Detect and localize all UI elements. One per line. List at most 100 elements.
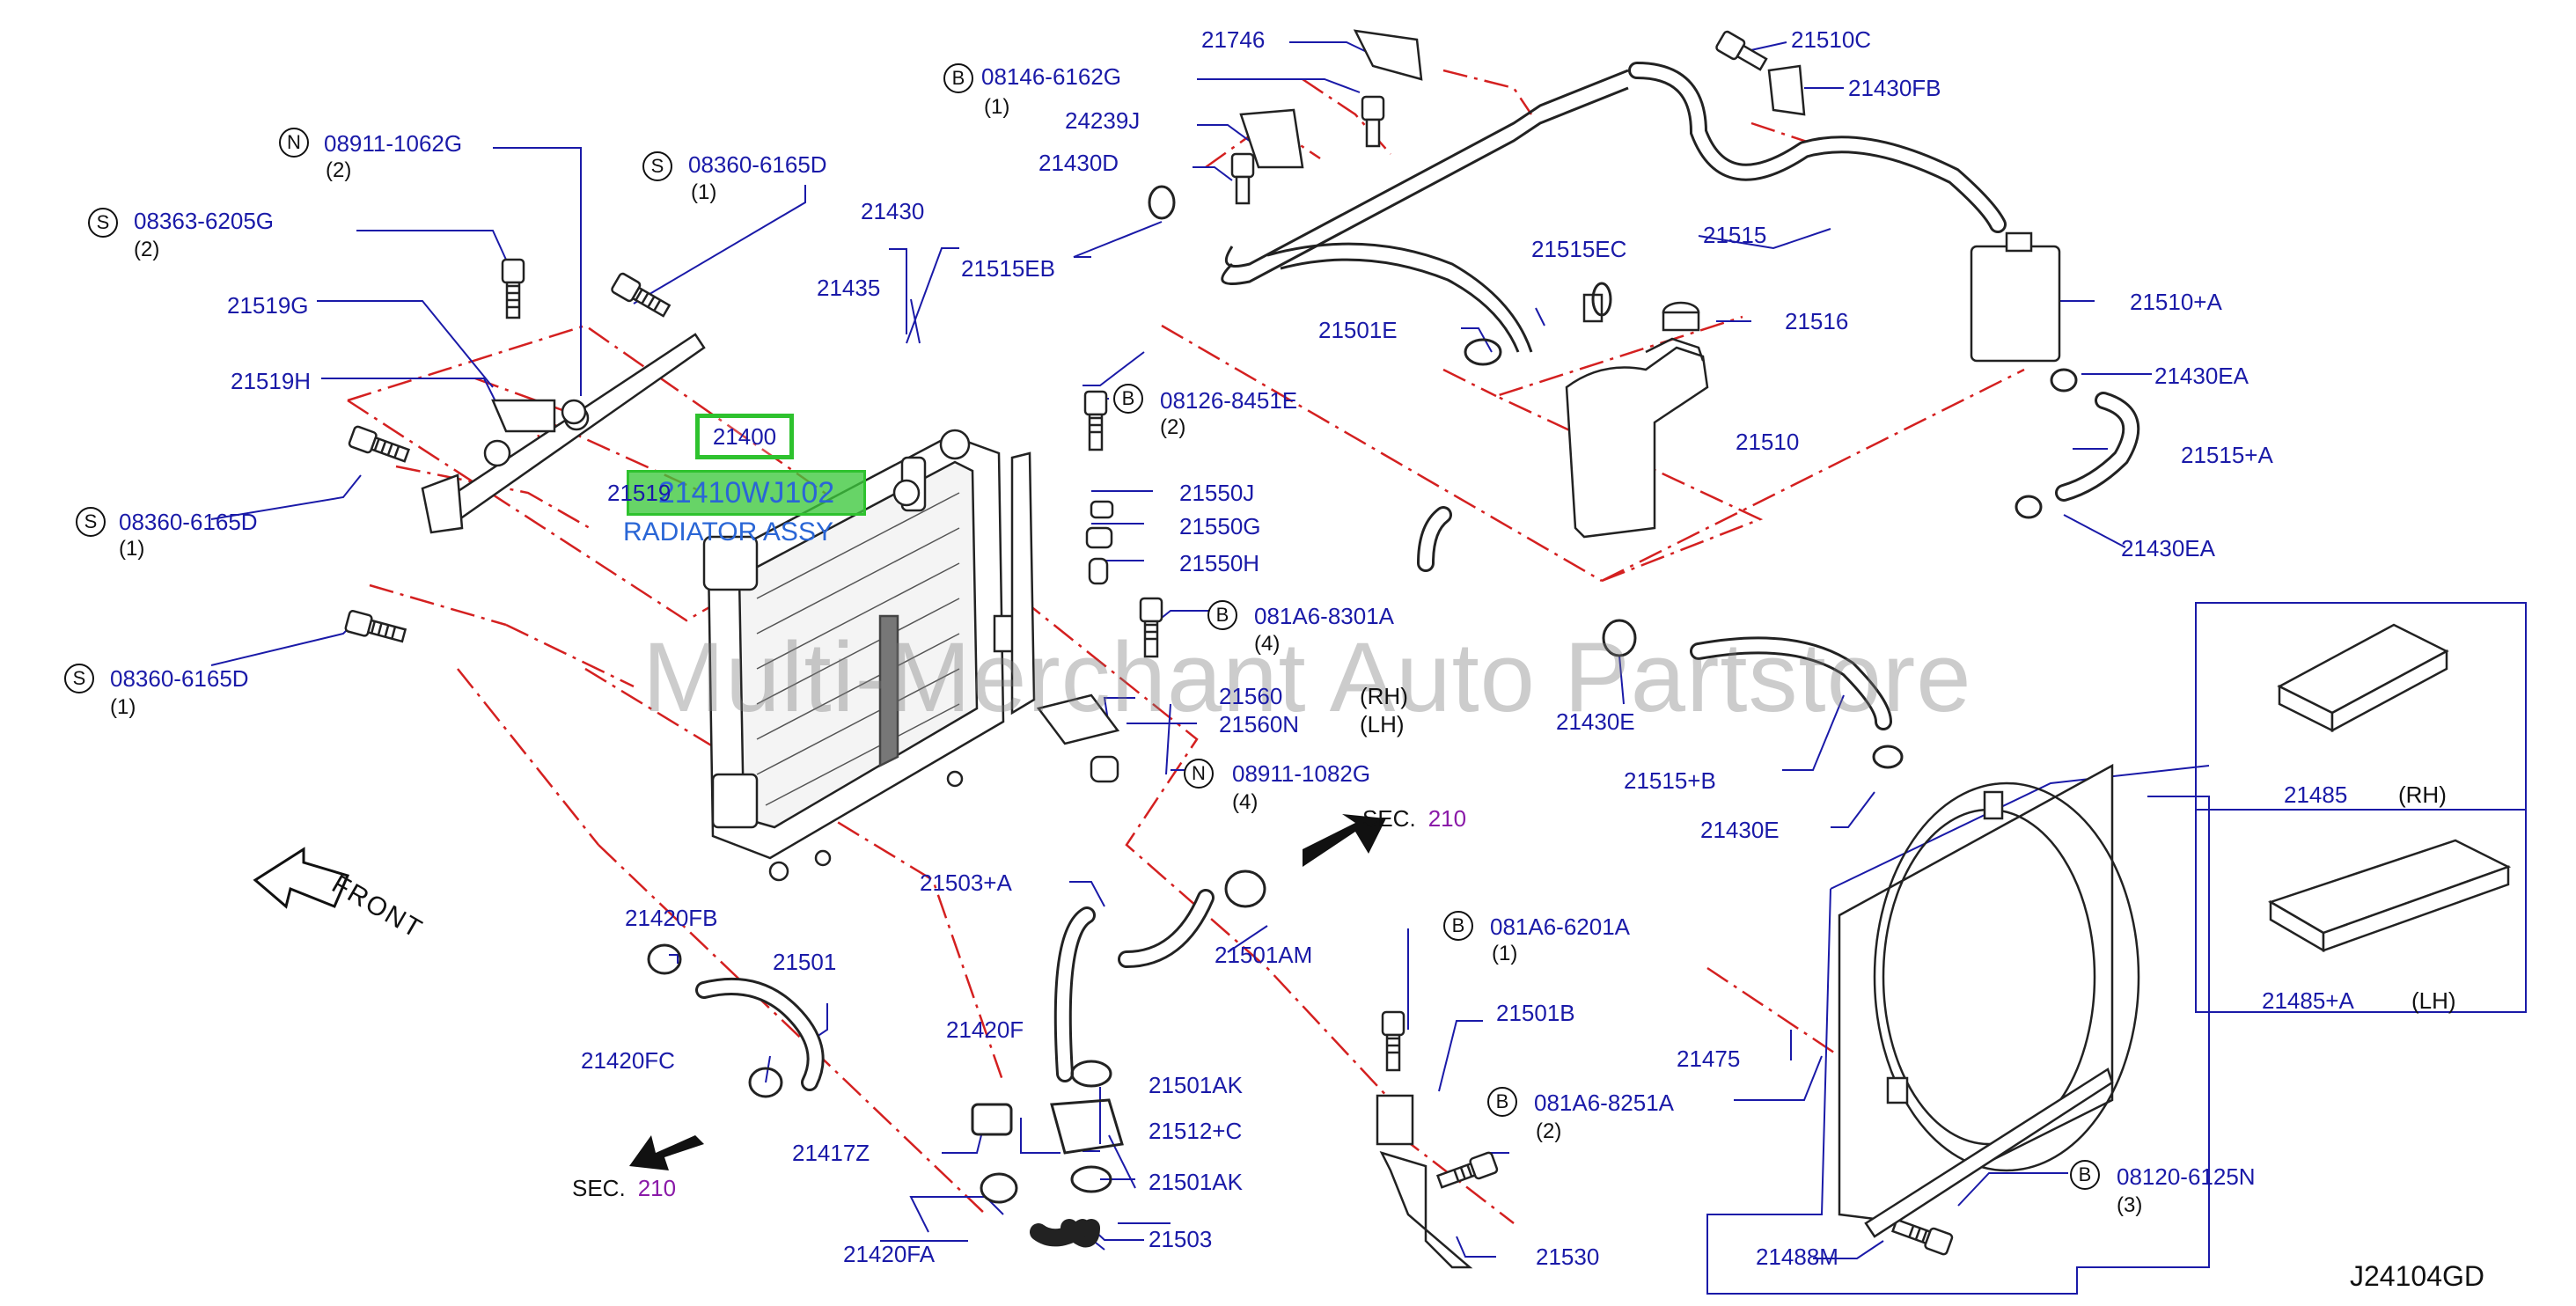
label-08911-1062g[interactable]: 08911-1062G: [324, 130, 463, 157]
label-21530[interactable]: 21530: [1536, 1244, 1600, 1270]
reservoir-drawing: [1565, 231, 2061, 539]
bolt-prefix-badge: B: [1113, 384, 1143, 414]
label-21420fb[interactable]: 21420FB: [625, 905, 718, 931]
qty-08360-mid: (1): [119, 537, 145, 561]
qty-08126: (2): [1160, 415, 1186, 439]
label-21430[interactable]: 21430: [861, 198, 925, 224]
label-21515a[interactable]: 21515+A: [2181, 442, 2273, 468]
label-21550g[interactable]: 21550G: [1179, 513, 1261, 539]
label-21550j[interactable]: 21550J: [1179, 480, 1255, 506]
label-08120-6125n[interactable]: 08120-6125N: [2117, 1163, 2256, 1190]
seal-pad-inset: [2195, 602, 2527, 1013]
label-21503[interactable]: 21503: [1149, 1226, 1213, 1252]
label-08360-6165d-low[interactable]: 08360-6165D: [110, 665, 249, 692]
nut-prefix-badge: N: [1184, 759, 1214, 789]
diagram-code: J24104GD: [2350, 1260, 2484, 1292]
label-21519g[interactable]: 21519G: [227, 292, 309, 319]
label-21746[interactable]: 21746: [1201, 26, 1266, 53]
mount-bracket-drawing: [1036, 29, 1806, 1269]
pipe-drawing: [1221, 69, 1629, 353]
label-08911-1082g[interactable]: 08911-1082G: [1232, 760, 1371, 787]
label-08363-6205g[interactable]: 08363-6205G: [134, 208, 275, 234]
screw-prefix-badge: S: [76, 507, 106, 537]
bolt-prefix-badge: B: [1207, 600, 1237, 630]
label-21430d[interactable]: 21430D: [1038, 150, 1119, 176]
label-21510c[interactable]: 21510C: [1791, 26, 1872, 53]
sec-label: SEC.: [572, 1175, 626, 1201]
sec-210-top[interactable]: SEC.210: [1362, 805, 1466, 832]
qty-08911-1062: (2): [326, 158, 352, 182]
label-21501ak-bot[interactable]: 21501AK: [1149, 1169, 1243, 1195]
qty-081a6-6201: (1): [1492, 942, 1518, 965]
label-21501b[interactable]: 21501B: [1496, 1000, 1575, 1026]
side-rh: (RH): [1360, 683, 1408, 709]
sec-number: 210: [637, 1175, 677, 1201]
label-21430ea-top[interactable]: 21430EA: [2154, 363, 2249, 389]
label-081a6-8251a[interactable]: 081A6-8251A: [1534, 1090, 1675, 1116]
label-21560n[interactable]: 21560N: [1219, 711, 1300, 737]
label-21488m[interactable]: 21488M: [1756, 1244, 1838, 1270]
sec-210-bottom[interactable]: SEC. 210: [572, 1175, 676, 1201]
highlight-number-box[interactable]: 21400: [695, 414, 794, 459]
fan-shroud-drawing: [1838, 763, 2140, 1238]
label-21430ea-bot[interactable]: 21430EA: [2121, 535, 2215, 561]
label-21435[interactable]: 21435: [817, 275, 881, 301]
label-21510[interactable]: 21510: [1736, 429, 1800, 455]
label-21475[interactable]: 21475: [1677, 1046, 1741, 1072]
label-21501am[interactable]: 21501AM: [1215, 942, 1313, 968]
label-21417z[interactable]: 21417Z: [792, 1140, 870, 1166]
label-21503a[interactable]: 21503+A: [920, 869, 1012, 896]
label-21430e-bot[interactable]: 21430E: [1700, 817, 1780, 843]
label-21519h[interactable]: 21519H: [231, 368, 312, 394]
highlight-part-number[interactable]: 21410WJ102: [627, 470, 866, 516]
qty-08360-low: (1): [110, 695, 136, 719]
bolt-prefix-badge: B: [1487, 1087, 1517, 1117]
watermark: Multi-Merchant Auto Partstore: [642, 622, 1972, 732]
label-21516[interactable]: 21516: [1785, 308, 1849, 334]
label-21550h[interactable]: 21550H: [1179, 550, 1260, 576]
label-21510a[interactable]: 21510+A: [2130, 289, 2222, 315]
label-081a6-8301a[interactable]: 081A6-8301A: [1254, 603, 1395, 629]
label-21512c[interactable]: 21512+C: [1149, 1118, 1243, 1144]
bolt-prefix-badge: B: [1443, 911, 1473, 941]
label-21501e[interactable]: 21501E: [1318, 317, 1398, 343]
bolt-prefix-badge: B: [2070, 1160, 2100, 1190]
qty-08120: (3): [2117, 1193, 2143, 1217]
label-21430fb[interactable]: 21430FB: [1848, 75, 1941, 101]
label-24239j[interactable]: 24239J: [1065, 107, 1141, 134]
label-21420fa[interactable]: 21420FA: [843, 1241, 936, 1267]
nut-prefix-badge: N: [279, 128, 309, 158]
label-21560[interactable]: 21560: [1219, 683, 1283, 709]
label-21501[interactable]: 21501: [773, 949, 837, 975]
label-08360-6165d-mid[interactable]: 08360-6165D: [119, 509, 258, 535]
qty-08360-top: (1): [691, 180, 717, 204]
label-21430e-top[interactable]: 21430E: [1556, 708, 1635, 735]
label-21519[interactable]: 21519: [607, 480, 672, 506]
label-21501ak-top[interactable]: 21501AK: [1149, 1072, 1243, 1098]
screw-prefix-badge: S: [64, 664, 94, 693]
label-21515[interactable]: 21515: [1703, 222, 1767, 248]
label-081a6-6201a[interactable]: 081A6-6201A: [1490, 913, 1631, 940]
qty-08911-1082: (4): [1232, 790, 1259, 814]
qty-081a6-8301: (4): [1254, 632, 1281, 656]
label-08360-6165d-top[interactable]: 08360-6165D: [688, 151, 827, 178]
qty-08363: (2): [134, 238, 160, 261]
label-21515ec[interactable]: 21515EC: [1531, 236, 1627, 262]
hoses-inner: [698, 64, 2138, 1089]
side-rh-box: (RH): [2398, 781, 2447, 808]
label-08126-8451e[interactable]: 08126-8451E: [1160, 387, 1298, 414]
screw-prefix-badge: S: [88, 208, 118, 238]
sec-label: SEC.: [1362, 805, 1416, 832]
label-21420f[interactable]: 21420F: [946, 1016, 1024, 1043]
label-21485a[interactable]: 21485+A: [2262, 987, 2354, 1014]
side-lh-box: (LH): [2411, 987, 2456, 1014]
label-21485[interactable]: 21485: [2284, 781, 2348, 808]
label-08146-6162g[interactable]: 08146-6162G: [981, 63, 1122, 90]
label-21515eb[interactable]: 21515EB: [961, 255, 1055, 282]
radiator-assembly-drawing: [702, 429, 1036, 882]
label-21420fc[interactable]: 21420FC: [581, 1047, 675, 1074]
label-21515b[interactable]: 21515+B: [1624, 767, 1716, 794]
highlight-description: RADIATOR ASSY: [623, 517, 833, 547]
